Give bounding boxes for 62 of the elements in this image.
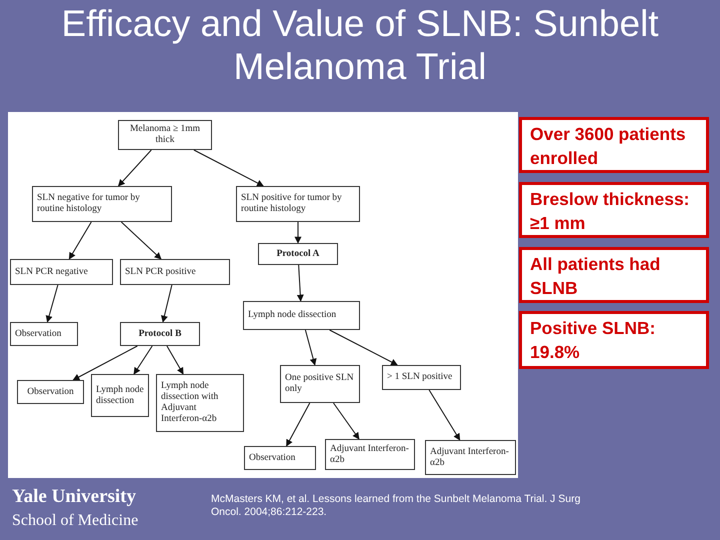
- arrow: [160, 284, 172, 323]
- box-text: SLN positive for tumor by routine histology: [241, 193, 343, 215]
- process-box: [10, 322, 78, 346]
- arrow: [428, 390, 460, 441]
- process-box: [156, 374, 244, 432]
- process-box: [17, 380, 84, 404]
- box-text: One positive SLN only: [285, 373, 355, 395]
- process-box: [118, 120, 212, 150]
- box-text: Positive SLNB: 19.8%: [530, 317, 656, 364]
- process-box: [425, 440, 516, 475]
- highlight-box: [519, 182, 709, 238]
- arrow: [46, 284, 58, 323]
- box-text: Lymph node dissection: [248, 310, 336, 321]
- box-text: Protocol B: [138, 328, 182, 340]
- box-text: Adjuvant Interferon-α2b: [430, 446, 510, 468]
- process-box: [244, 446, 316, 470]
- box-text: SLN negative for tumor by routine histology: [37, 193, 141, 215]
- process-box: [382, 365, 461, 390]
- box-text: Observation: [249, 452, 296, 464]
- highlight-box: [519, 117, 709, 173]
- box-text: Over 3600 patients enrolled: [530, 123, 687, 170]
- arrow: [133, 346, 153, 375]
- institution-name: Yale University: [12, 486, 138, 509]
- arrow: [304, 330, 317, 366]
- box-text: Observation: [27, 386, 74, 398]
- box-text: Melanoma ≥ 1mm thick: [128, 124, 202, 146]
- process-box: [325, 439, 415, 470]
- box-text: SLN PCR positive: [125, 266, 196, 278]
- citation-text: McMasters KM, et al. Lessons learned from the Sunbelt Melanoma Trial. J Surg Oncol. 2004;86:212-223.: [211, 493, 582, 518]
- process-box: [258, 243, 338, 265]
- arrow: [286, 402, 310, 447]
- box-text: Lymph node dissection with Adjuvant Interferon-α2b: [161, 381, 220, 425]
- box-text: Adjuvant Interferon-α2b: [330, 444, 410, 466]
- box-text: Observation: [15, 328, 62, 340]
- arrow: [120, 222, 162, 260]
- arrow: [118, 150, 152, 187]
- highlight-box: [519, 311, 709, 369]
- process-box: [91, 374, 149, 417]
- box-text: SLN PCR negative: [15, 266, 88, 278]
- box-text: All patients had SLNB: [530, 253, 662, 300]
- arrow: [294, 222, 302, 244]
- box-text: Protocol A: [276, 248, 320, 260]
- arrow: [193, 150, 264, 186]
- institution-subtitle: School of Medicine: [12, 511, 140, 530]
- arrow: [296, 264, 304, 302]
- arrow: [166, 346, 184, 375]
- slide-title: Efficacy and Value of SLNB: Sunbelt Melanoma Trial: [60, 2, 660, 88]
- process-box: [32, 186, 172, 222]
- arrow: [329, 330, 398, 366]
- box-text: > 1 SLN positive: [387, 372, 452, 383]
- process-box: [243, 301, 360, 330]
- arrow: [332, 402, 360, 440]
- process-box: [280, 365, 360, 403]
- arrow: [68, 222, 92, 260]
- arrow: [72, 346, 138, 380]
- process-box: [120, 322, 200, 346]
- process-box: [236, 186, 360, 222]
- highlight-box: [519, 247, 709, 303]
- box-text: Lymph node dissection: [96, 384, 144, 406]
- process-box: [10, 259, 113, 285]
- process-box: [120, 259, 230, 285]
- box-text: Breslow thickness: ≥1 mm: [530, 188, 690, 235]
